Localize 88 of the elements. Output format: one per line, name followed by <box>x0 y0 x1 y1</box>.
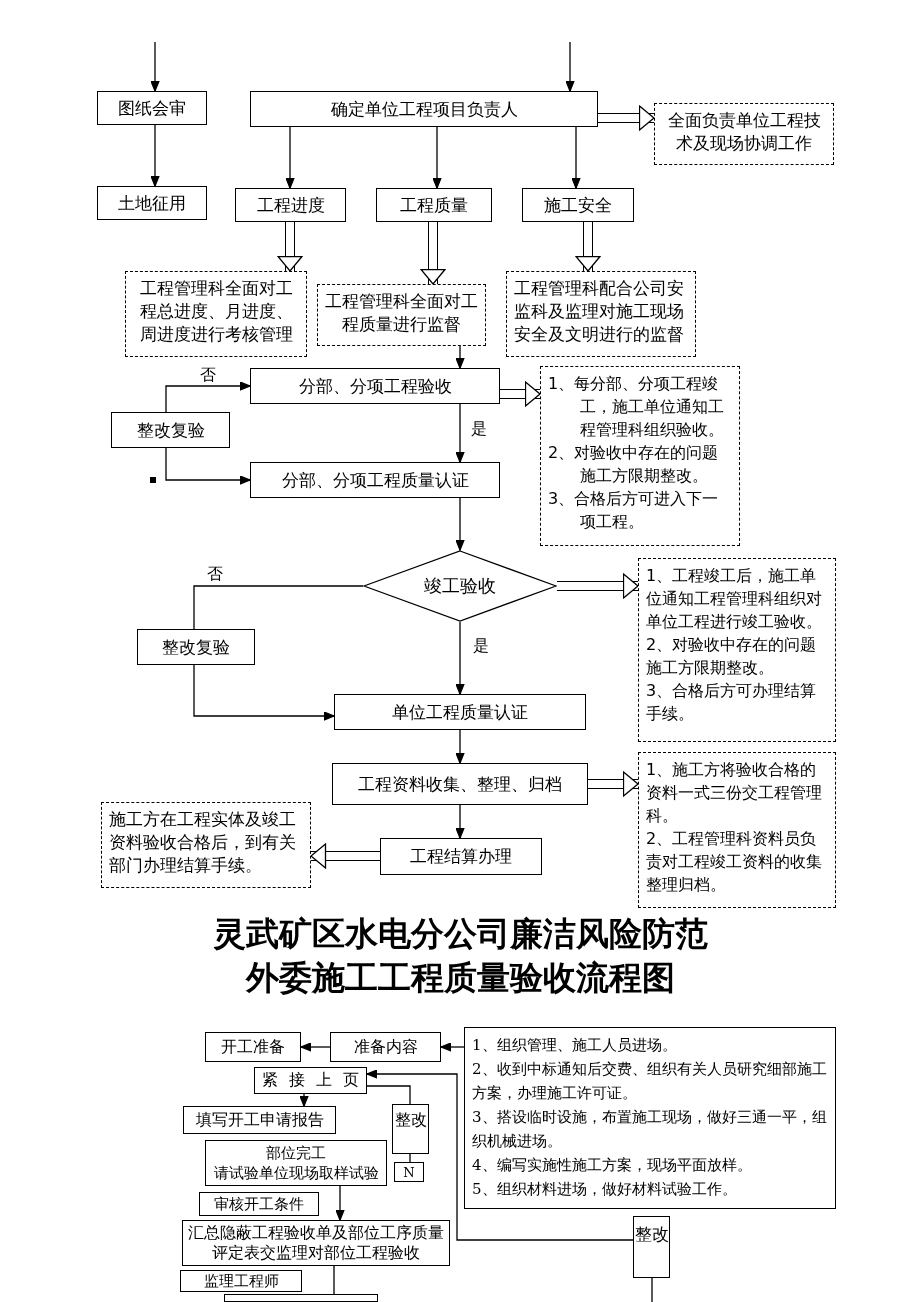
arrow <box>455 345 465 369</box>
process-box: N <box>394 1162 424 1182</box>
process-box: 施工安全 <box>522 188 634 222</box>
process-box: 监理工程师 <box>180 1270 302 1292</box>
process-box: 工程进度 <box>235 188 346 222</box>
note-box: 工程管理科全面对工程总进度、月进度、周进度进行考核管理 <box>125 271 307 357</box>
process-box: 整改 <box>633 1216 670 1278</box>
numbered-note: 2、收到中标通知后交费、组织有关人员研究细部施工方案，办理施工许可证。 <box>472 1059 828 1104</box>
numbered-note: 2、对验收中存在的问题施工方限期整改。 <box>646 634 818 679</box>
process-box: 填写开工申请报告 <box>183 1106 336 1134</box>
arrow <box>285 126 295 189</box>
arrow <box>455 804 465 839</box>
numbered-note: 1、施工方将验收合格的资料一式三份交工程管理科。 <box>646 759 823 827</box>
process-box: 整改复验 <box>111 412 230 448</box>
hollow-arrow <box>575 222 601 272</box>
arrow <box>455 403 465 463</box>
process-box: 工程资料收集、整理、归档 <box>332 763 588 805</box>
process-box: 工程结算办理 <box>380 838 542 875</box>
arrow <box>366 1069 634 1241</box>
connector-line <box>651 1277 653 1302</box>
process-box: 开工准备 <box>205 1032 301 1062</box>
numbered-note: 1、每分部、分项工程竣工，施工单位通知工程管理科组织验收。 <box>548 373 725 441</box>
note-box: 工程管理科全面对工程质量进行监督 <box>317 284 486 346</box>
hollow-arrow <box>500 381 541 407</box>
edge-label: 是 <box>470 420 488 438</box>
arrow <box>150 124 160 187</box>
numbered-note: 4、编写实施性施工方案，现场平面放样。 <box>472 1155 753 1176</box>
empty-box <box>224 1294 378 1302</box>
edge-label: 否 <box>199 366 217 384</box>
note-box <box>638 558 836 742</box>
decision-diamond: 竣工验收 <box>363 550 557 622</box>
arrow <box>432 126 442 189</box>
hollow-arrow <box>420 222 446 285</box>
numbered-note: 3、搭设临时设施，布置施工现场，做好三通一平，组织机械进场。 <box>472 1107 828 1152</box>
note-box <box>638 752 836 908</box>
arrow <box>165 447 251 485</box>
arrow <box>565 41 575 92</box>
title: 灵武矿区水电分公司廉洁风险防范外委施工工程质量验收流程图 <box>211 913 709 999</box>
process-box: 单位工程质量认证 <box>334 694 586 730</box>
note-box: 工程管理科配合公司安监科及监理对施工现场安全及文明进行的监督 <box>506 271 696 357</box>
process-box: 整改 <box>392 1104 429 1154</box>
connector-line <box>409 1153 411 1163</box>
process-box: 确定单位工程项目负责人 <box>250 91 598 127</box>
arrow <box>571 126 581 189</box>
arrow <box>455 729 465 764</box>
process-box: 审核开工条件 <box>199 1192 319 1216</box>
hollow-arrow <box>277 222 303 272</box>
numbered-note: 2、对验收中存在的问题施工方限期整改。 <box>548 442 720 487</box>
note-box: 施工方在工程实体及竣工资料验收合格后，到有关部门办理结算手续。 <box>101 802 311 888</box>
arrow <box>455 621 465 695</box>
arrow <box>335 1185 345 1221</box>
arrow <box>165 381 251 413</box>
process-box: 工程质量 <box>376 188 492 222</box>
arrow <box>300 1042 331 1052</box>
step-label: 请试验单位现场取样试验 <box>213 1163 379 1183</box>
edge-label: 是 <box>472 637 490 655</box>
arrow <box>299 1093 309 1107</box>
note-box <box>540 366 740 546</box>
hollow-arrow <box>310 843 380 869</box>
edge-label: 否 <box>206 565 224 583</box>
hollow-arrow <box>588 771 639 797</box>
numbered-note: 2、工程管理科资料员负责对工程竣工资料的收集整理归档。 <box>646 828 823 896</box>
numbered-note: 5、组织材料进场，做好材料试验工作。 <box>472 1179 738 1200</box>
list-box <box>464 1027 836 1209</box>
numbered-note: 1、工程竣工后，施工单位通知工程管理科组织对单位工程进行竣工验收。 <box>646 565 823 633</box>
process-box: 紧 接 上 页 <box>254 1067 367 1094</box>
hollow-arrow <box>598 105 655 131</box>
numbered-note: 3、合格后方可进入下一项工程。 <box>548 488 720 533</box>
numbered-note: 3、合格后方可办理结算手续。 <box>646 680 818 725</box>
process-box <box>205 1140 387 1186</box>
process-box: 图纸会审 <box>97 91 207 125</box>
process-box: 汇总隐蔽工程验收单及部位工序质量评定表交监理对部位工程验收 <box>182 1220 450 1266</box>
process-box: 整改复验 <box>137 629 255 665</box>
numbered-note: 1、组织管理、施工人员进场。 <box>472 1035 678 1056</box>
arrow <box>193 664 335 721</box>
process-box: 土地征用 <box>97 186 207 220</box>
arrow <box>455 497 465 551</box>
process-box: 分部、分项工程质量认证 <box>250 462 500 498</box>
hollow-arrow <box>557 573 639 599</box>
connector-line <box>193 585 364 630</box>
step-label: 部位完工 <box>266 1143 326 1163</box>
process-box: 准备内容 <box>330 1032 441 1062</box>
connector-line <box>333 1265 335 1295</box>
note-box: 全面负责单位工程技术及现场协调工作 <box>654 103 834 165</box>
process-box: 分部、分项工程验收 <box>250 368 500 404</box>
arrow <box>440 1042 465 1052</box>
connector-line <box>366 1085 411 1105</box>
arrow <box>150 41 160 92</box>
